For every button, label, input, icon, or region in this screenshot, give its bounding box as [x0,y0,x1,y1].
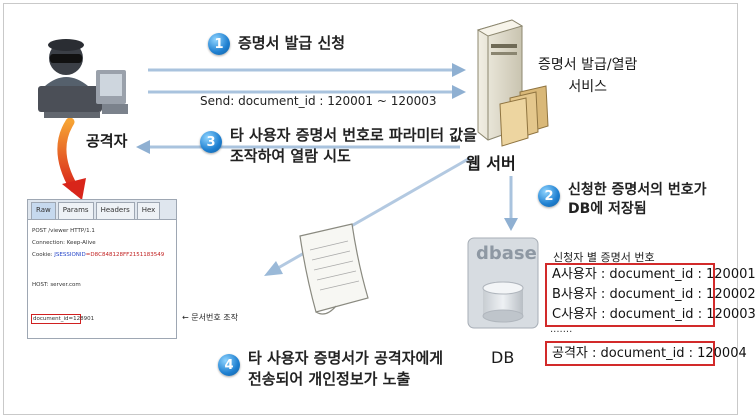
arrow-leak [264,156,471,276]
step-3-text: 타 사용자 증명서 번호로 파라미터 값을 조작하여 열람 시도 [230,125,477,167]
step-3-line-2: 조작하여 열람 시도 [230,147,351,165]
step-2: 2 신청한 증명서의 번호가 DB에 저장됨 [538,181,707,219]
step-4-line-1: 타 사용자 증명서가 공격자에게 [248,349,444,367]
http-line-host: HOST: server.com [32,282,81,288]
server-service-line-1: 증명서 발급/열람 [538,57,638,73]
step-2-line-1: 신청한 증명서의 번호가 [568,182,707,198]
http-request-window: Raw Params Headers Hex POST /viewer HTTP… [27,199,177,339]
attack-arrow [57,117,86,200]
web-server-label: 웹 서버 [466,154,516,173]
http-tamper-note: ← 문서번호 조작 [182,313,238,322]
db-row-c: C사용자 : document_id : 120003 [552,307,756,322]
step-4-badge: 4 [218,354,240,376]
database-icon-label: dbase [476,243,537,264]
step-4: 4 타 사용자 증명서가 공격자에게 전송되어 개인정보가 노출 [218,348,443,390]
db-row-attacker: 공격자 : document_id : 120004 [545,341,747,366]
step-3-badge: 3 [200,131,222,153]
arrow-store [504,176,518,231]
db-row-a: A사용자 : document_id : 120001 [552,267,756,282]
step-4-line-2: 전송되어 개인정보가 노출 [248,370,411,388]
step-1-text: 증명서 발급 신청 [238,33,345,54]
tab-params[interactable]: Params [57,202,94,219]
arrow-send [148,85,466,99]
tab-raw[interactable]: Raw [31,202,56,219]
step-2-badge: 2 [538,185,560,207]
db-row-b: B사용자 : document_id : 120002 [552,287,756,302]
http-param-highlight: document_id=128901 [31,314,95,324]
attacker-label: 공격자 [86,132,128,150]
step-3-line-1: 타 사용자 증명서 번호로 파라미터 값을 [230,126,477,144]
http-line-connection: Connection: Keep-Alive [32,240,96,246]
attacker-icon [38,39,128,118]
step-1: 1 증명서 발급 신청 [208,33,345,55]
step-2-line-2: DB에 저장됨 [568,201,647,217]
step-1-line-1: 증명서 발급 신청 [238,34,346,52]
web-server-icon [476,19,549,147]
cookie-value: =D8C848128FF2151183549 [85,252,165,258]
cookie-name: JSESSIONID [54,252,86,258]
step-2-text: 신청한 증명서의 번호가 DB에 저장됨 [568,181,707,219]
tab-hex[interactable]: Hex [136,202,161,219]
cookie-header: Cookie: [32,252,55,258]
step-1-badge: 1 [208,33,230,55]
step-4-text: 타 사용자 증명서가 공격자에게 전송되어 개인정보가 노출 [248,348,443,390]
arrow-request [148,63,466,77]
http-tabs: Raw Params Headers Hex [28,200,176,220]
server-service-label: 증명서 발급/열람 서비스 [538,54,637,98]
server-service-line-2: 서비스 [568,79,607,95]
db-list-ellipsis: ....... [550,324,573,335]
http-line-request: POST /viewer HTTP/1.1 [32,228,95,234]
tab-headers[interactable]: Headers [95,202,135,219]
db-list-box: A사용자 : document_id : 120001 B사용자 : docum… [545,263,756,327]
database-icon [467,237,539,329]
db-list-title: 신청자 별 증명서 번호 [553,251,655,264]
document-icon [299,223,369,315]
http-line-cookie: Cookie: JSESSIONID=D8C848128FF2151183549 [32,252,164,258]
send-label: Send: document_id : 120001 ~ 120003 [200,94,437,108]
step-3: 3 타 사용자 증명서 번호로 파라미터 값을 조작하여 열람 시도 [200,125,477,167]
database-label: DB [491,348,515,367]
